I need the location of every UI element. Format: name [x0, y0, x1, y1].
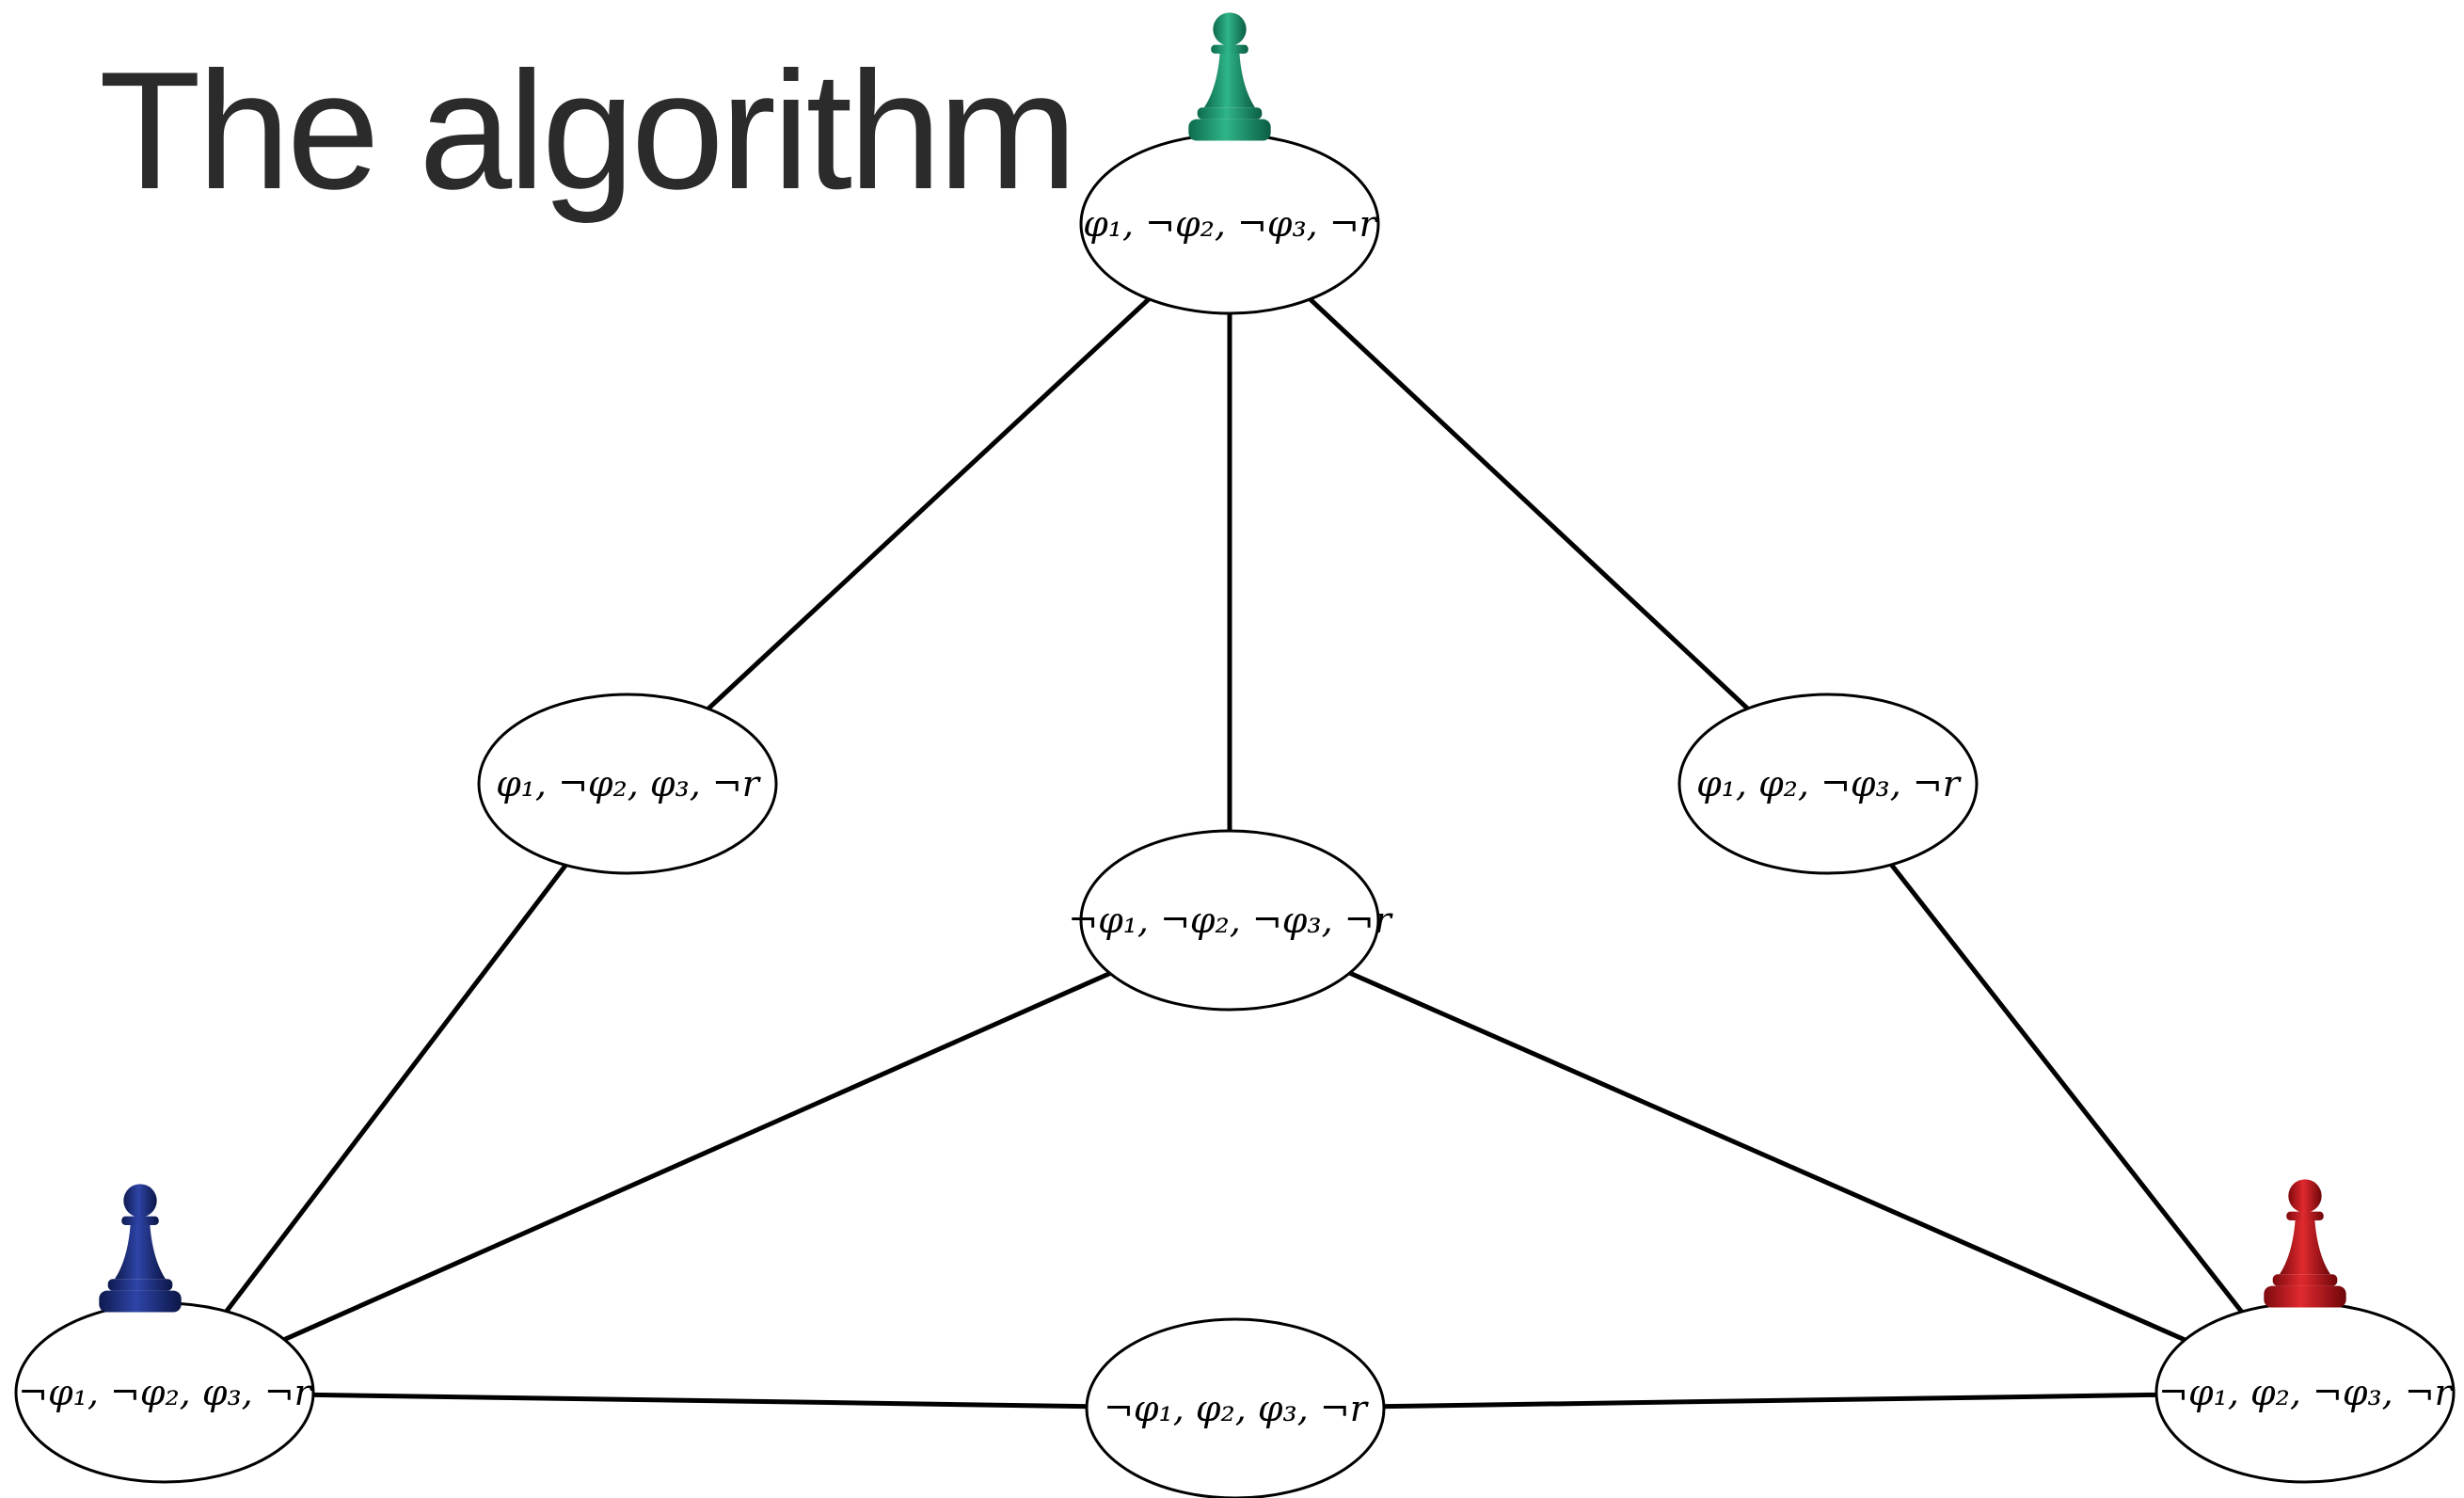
node-label: φ₁, ¬φ₂, φ₃, ¬r: [496, 763, 762, 805]
blue-pawn-icon: [99, 1184, 182, 1313]
node-ellipse: [477, 693, 778, 875]
edge-top-right-mid: [1228, 222, 1830, 786]
node-label: ¬φ₁, φ₂, φ₃, ¬r: [1104, 1388, 1370, 1429]
node-label: φ₁, φ₂, ¬φ₃, ¬r: [1696, 763, 1963, 805]
edge-top-left-mid: [626, 222, 1232, 786]
node-top: φ₁, ¬φ₂, ¬φ₃, ¬r: [1079, 133, 1380, 315]
edge-right-mid-bottom-right: [1826, 782, 2307, 1394]
node-label: ¬φ₁, φ₂, ¬φ₃, ¬r: [2158, 1372, 2455, 1413]
edge-left-mid-bottom-left: [163, 782, 629, 1394]
node-ellipse: [1677, 693, 1979, 875]
red-pawn-icon: [2264, 1179, 2346, 1308]
slide-title: The algorithm: [99, 37, 1077, 224]
node-label: φ₁, ¬φ₂, ¬φ₃, ¬r: [1083, 203, 1379, 245]
edge-center-bottom-left: [163, 917, 1232, 1395]
node-bottom-mid: ¬φ₁, φ₂, φ₃, ¬r: [1085, 1317, 1386, 1498]
node-label: ¬φ₁, ¬φ₂, ¬φ₃, ¬r: [1068, 900, 1393, 941]
node-ellipse: [1079, 829, 1380, 1012]
edge-bottom-left-bottom-mid: [164, 1390, 1236, 1411]
node-bottom-right: ¬φ₁, φ₂, ¬φ₃, ¬r: [2154, 1301, 2456, 1484]
node-left-mid: φ₁, ¬φ₂, φ₃, ¬r: [477, 693, 778, 875]
green-pawn-icon: [1188, 12, 1271, 141]
node-bottom-left: ¬φ₁, ¬φ₂, φ₃, ¬r: [14, 1301, 315, 1484]
edge-bottom-mid-bottom-right: [1234, 1390, 2306, 1411]
node-ellipse: [1085, 1317, 1386, 1498]
node-label: ¬φ₁, ¬φ₂, φ₃, ¬r: [18, 1372, 314, 1413]
node-center: ¬φ₁, ¬φ₂, ¬φ₃, ¬r: [1068, 829, 1394, 1012]
edge-center-bottom-right: [1228, 917, 2307, 1395]
node-right-mid: φ₁, φ₂, ¬φ₃, ¬r: [1677, 693, 1979, 875]
